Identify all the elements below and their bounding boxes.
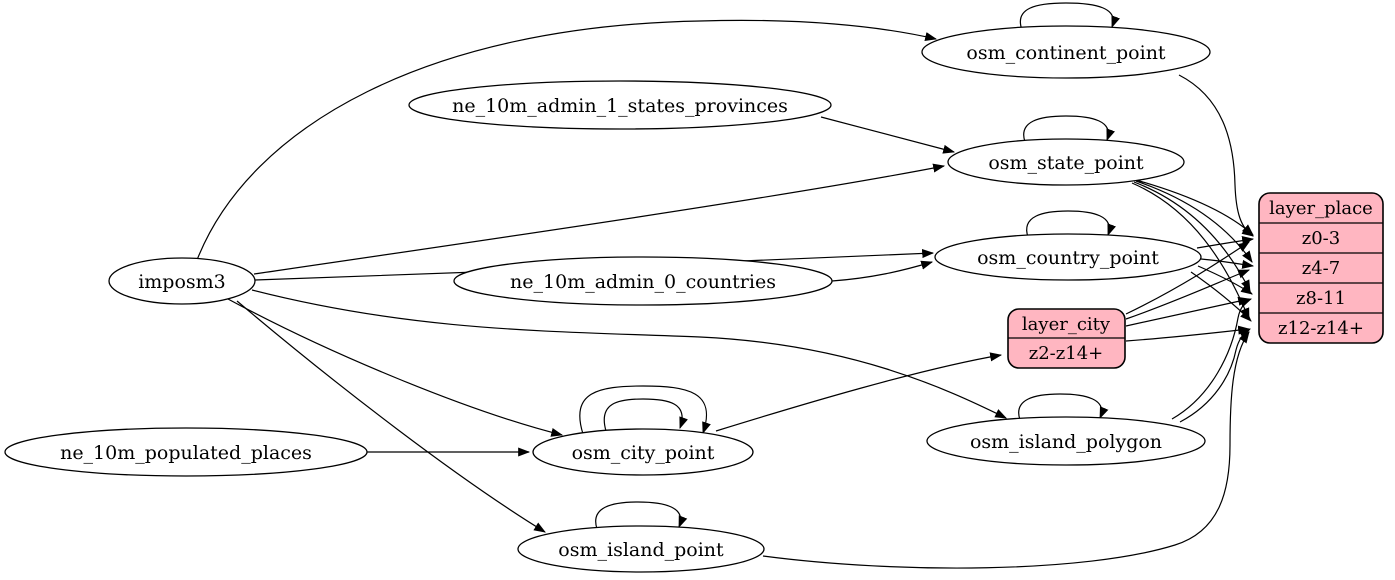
- ne_10m_admin_1_states_provinces-label: ne_10m_admin_1_states_provinces: [452, 95, 788, 117]
- osm_continent_point-label: osm_continent_point: [966, 42, 1166, 64]
- edge-imposm3-to-osm_island_polygon: [251, 289, 1007, 419]
- layer_place-box: [1258, 192, 1384, 344]
- edge-osm_country_point-to-layer_place-z4-7: [1200, 258, 1255, 269]
- self-loop-osm_city_point-outer: [579, 385, 711, 435]
- self-loop-osm_city_point-inner: [603, 398, 688, 432]
- edge-osm_state_point-to-layer_place-z0-3: [1135, 179, 1254, 236]
- osm_continent_point-shape: [921, 25, 1211, 79]
- ne_10m_populated_places-shape: [4, 427, 368, 477]
- ne_10m_admin_0_countries-label: ne_10m_admin_0_countries: [510, 271, 776, 293]
- layer_place-row-z0-3: z0-3: [1302, 228, 1340, 249]
- osm_country_point-label: osm_country_point: [977, 247, 1159, 269]
- edge-layer_city-to-layer_place-z4-7: [1125, 269, 1251, 320]
- osm_country_point-shape: [934, 233, 1202, 281]
- edge-osm_island_polygon-to-layer_place-z8-11: [1171, 298, 1253, 420]
- self-loop-osm_continent_point: [1019, 2, 1121, 31]
- osm_island_polygon-shape: [926, 416, 1206, 466]
- node-imposm3: imposm3: [108, 257, 256, 305]
- layer_city-row-z2-z14: z2-z14+: [1029, 343, 1104, 364]
- self-loop-osm_island_polygon: [1018, 393, 1109, 421]
- edge-layer_city-to-layer_place-z0-3: [1125, 241, 1250, 315]
- layer_place-title: layer_place: [1269, 198, 1373, 219]
- edge-osm_city_point-to-layer_city: [715, 352, 1003, 432]
- layer_place-row-z12-z14: z12-z14+: [1278, 318, 1364, 339]
- node-osm_island_point: osm_island_point: [517, 525, 765, 573]
- node-osm_continent_point: osm_continent_point: [921, 25, 1211, 79]
- edge-imposm3-to-osm_continent_point: [196, 19, 938, 261]
- ne_10m_admin_1_states_provinces-shape: [408, 80, 832, 130]
- osm_island_polygon-label: osm_island_polygon: [970, 431, 1162, 453]
- edge-osm_country_point-to-layer_place-z12-z14: [1190, 271, 1252, 322]
- edge-layer: [196, 2, 1255, 569]
- osm_state_point-label: osm_state_point: [988, 152, 1144, 174]
- edge-ne_10m_admin_0_countries-to-osm_country_point: [831, 260, 934, 282]
- layer_place-row-z8-11: z8-11: [1296, 288, 1346, 309]
- edge-layer_city-to-layer_place-z8-11: [1125, 296, 1251, 327]
- osm_state_point-shape: [947, 138, 1185, 186]
- osm_city_point-label: osm_city_point: [572, 442, 715, 464]
- ne_10m_populated_places-label: ne_10m_populated_places: [60, 442, 312, 464]
- layer_city-title: layer_city: [1022, 314, 1111, 335]
- edge-ne_10m_admin_1_states_provinces-to-osm_state_point: [820, 116, 956, 154]
- record-layer_city: layer_city z2-z14+: [1007, 308, 1126, 369]
- node-ne_10m_populated_places: ne_10m_populated_places: [4, 427, 368, 477]
- edge-osm_country_point-to-layer_place-z8-11: [1197, 265, 1253, 295]
- edge-imposm3-to-osm_island_point: [236, 300, 546, 533]
- edge-osm_island_polygon-to-layer_place-z12-z14: [1179, 328, 1251, 423]
- self-loop-osm_country_point: [1026, 210, 1117, 238]
- edge-layer_city-to-layer_place-z12-z14: [1125, 325, 1251, 342]
- osm_island_point-shape: [517, 525, 765, 573]
- edge-imposm3-to-osm_city_point: [227, 298, 564, 437]
- node-ne_10m_admin_1_states_provinces: ne_10m_admin_1_states_provinces: [408, 80, 832, 130]
- node-osm_island_polygon: osm_island_polygon: [926, 416, 1206, 466]
- edge-osm_continent_point-to-layer_place-z0-3: [1178, 74, 1254, 237]
- ne_10m_admin_0_countries-shape: [453, 256, 833, 306]
- node-osm_city_point: osm_city_point: [532, 428, 754, 476]
- self-loop-osm_state_point: [1023, 115, 1116, 143]
- record-layer_place: layer_place z0-3 z4-7 z8-11 z12-z14+: [1258, 192, 1384, 344]
- node-ne_10m_admin_0_countries: ne_10m_admin_0_countries: [453, 256, 833, 306]
- imposm3-shape: [108, 257, 256, 305]
- edge-osm_island_point-to-layer_place-z12-z14: [762, 331, 1250, 569]
- node-osm_country_point: osm_country_point: [934, 233, 1202, 281]
- layer_place-row-z4-7: z4-7: [1302, 258, 1340, 279]
- edge-imposm3-to-osm_state_point: [253, 163, 946, 275]
- osm_island_point-label: osm_island_point: [558, 539, 724, 561]
- edge-osm_state_point-to-layer_place-z4-7: [1135, 180, 1253, 263]
- self-loop-osm_island_point: [595, 501, 688, 530]
- node-osm_state_point: osm_state_point: [947, 138, 1185, 186]
- osm_city_point-shape: [532, 428, 754, 476]
- imposm3-label: imposm3: [138, 271, 226, 293]
- edge-osm_country_point-to-layer_place-z0-3: [1196, 236, 1255, 249]
